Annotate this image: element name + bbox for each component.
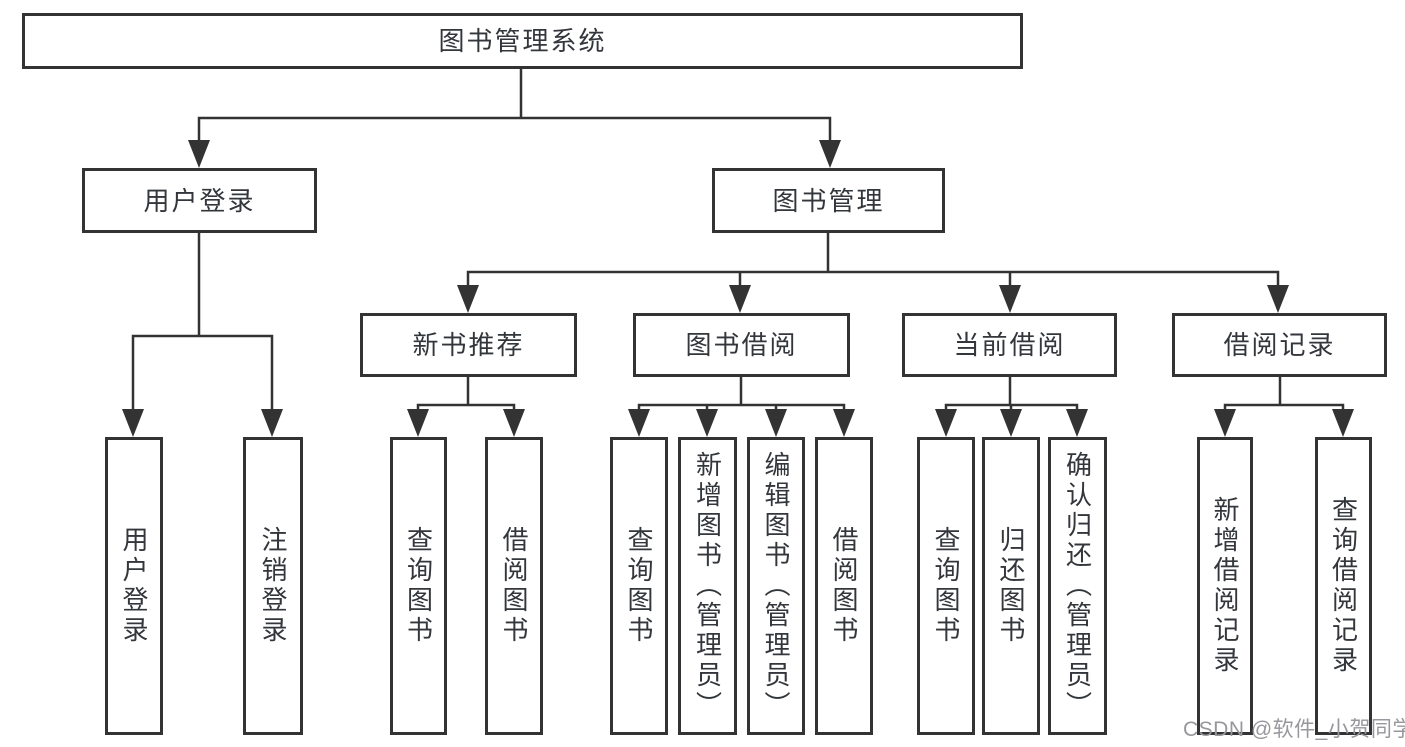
leaf-logout: 注销登录 [243,437,303,735]
leaf-user-login: 用户登录 [105,437,163,735]
node-book-management: 图书管理 [712,168,945,233]
leaf-query-books-current: 查询图书 [917,437,975,735]
leaf-return-books: 归还图书 [982,437,1040,735]
leaf-add-books-admin: 新增图书（管理员） [678,437,737,735]
leaf-add-borrow-record: 新增借阅记录 [1197,437,1253,735]
leaf-query-borrow-record: 查询借阅记录 [1315,437,1372,735]
leaf-query-books-borrowing: 查询图书 [610,437,668,735]
leaf-confirm-return-admin: 确认归还（管理员） [1048,437,1107,735]
leaf-borrow-books-borrowing: 借阅图书 [815,437,873,735]
arrowheads [122,140,1354,437]
watermark: CSDN @软件_小贺同学 [1183,718,1405,741]
node-new-book-recommendation: 新书推荐 [360,313,577,377]
node-library-management-system: 图书管理系统 [22,13,1023,69]
node-book-borrowing: 图书借阅 [633,313,850,377]
node-current-borrowing: 当前借阅 [902,313,1117,377]
leaf-query-books-recommend: 查询图书 [390,437,447,735]
leaf-borrow-books-recommend: 借阅图书 [485,437,543,735]
node-user-login: 用户登录 [82,168,317,233]
node-borrowing-records: 借阅记录 [1172,313,1387,377]
leaf-edit-books-admin: 编辑图书（管理员） [747,437,805,735]
